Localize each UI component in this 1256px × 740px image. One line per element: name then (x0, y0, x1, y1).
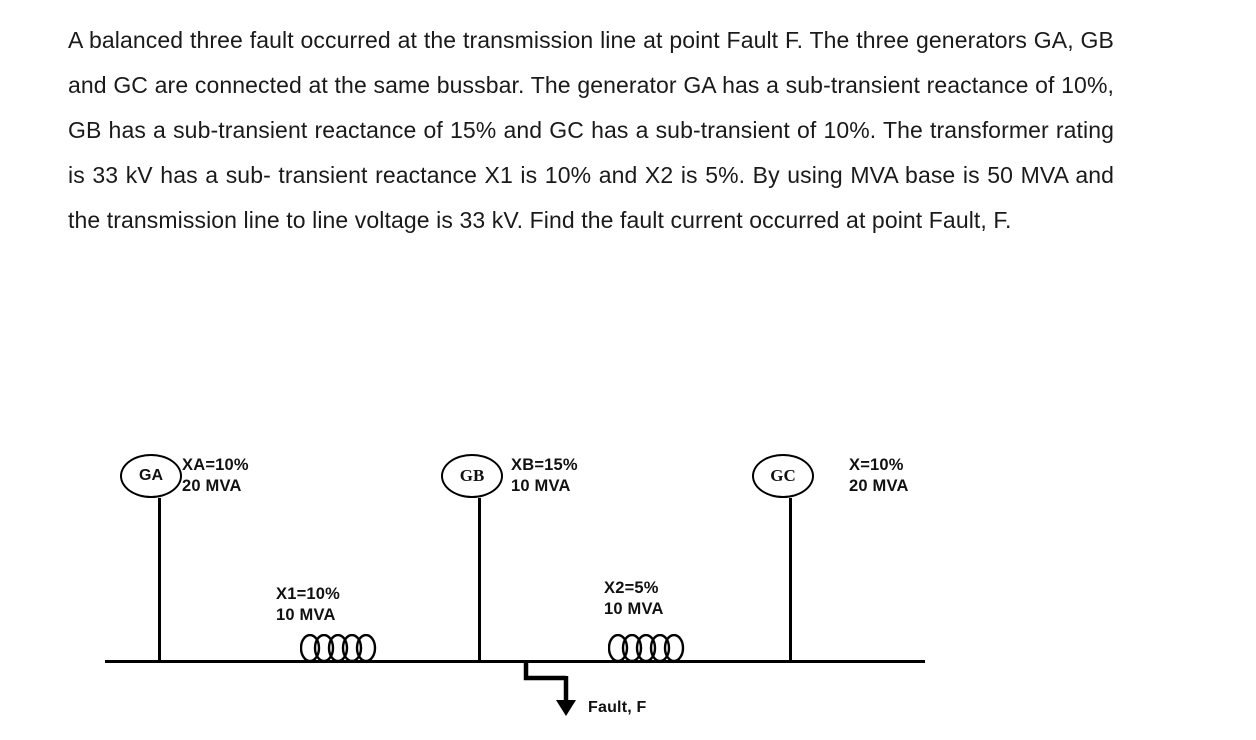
generator-GC-lead (789, 498, 792, 661)
transformer-X1-label: X1=10% 10 MVA (276, 585, 341, 624)
transformer-X2-coil-icon (608, 634, 685, 663)
generator-GC-name: GC (770, 466, 796, 485)
generator-GA-spec: XA=10% 20 MVA (182, 456, 249, 495)
generator-GA-lead (158, 498, 161, 661)
fault-arrow-icon (523, 661, 576, 716)
generator-GA-symbol: GA (120, 454, 182, 498)
generator-GB-name: GB (459, 466, 485, 485)
generator-GC-symbol: GC (752, 454, 814, 498)
circuit-diagram: GA XA=10% 20 MVA GB XB=15% 10 MVA GC X=1… (0, 432, 1256, 732)
transformer-X1-coil-icon (300, 634, 377, 663)
generator-GB-lead (478, 498, 481, 661)
generator-GC-spec: X=10% 20 MVA (849, 456, 909, 495)
question-paragraph: A balanced three fault occurred at the t… (68, 27, 1114, 233)
busbar-line (105, 660, 925, 663)
transformer-X2-label: X2=5% 10 MVA (604, 579, 664, 618)
fault-label: Fault, F (588, 699, 647, 716)
question-text: A balanced three fault occurred at the t… (68, 18, 1114, 243)
generator-GB-spec: XB=15% 10 MVA (511, 456, 578, 495)
generator-GA-name: GA (139, 467, 163, 484)
generator-GB-symbol: GB (441, 454, 503, 498)
